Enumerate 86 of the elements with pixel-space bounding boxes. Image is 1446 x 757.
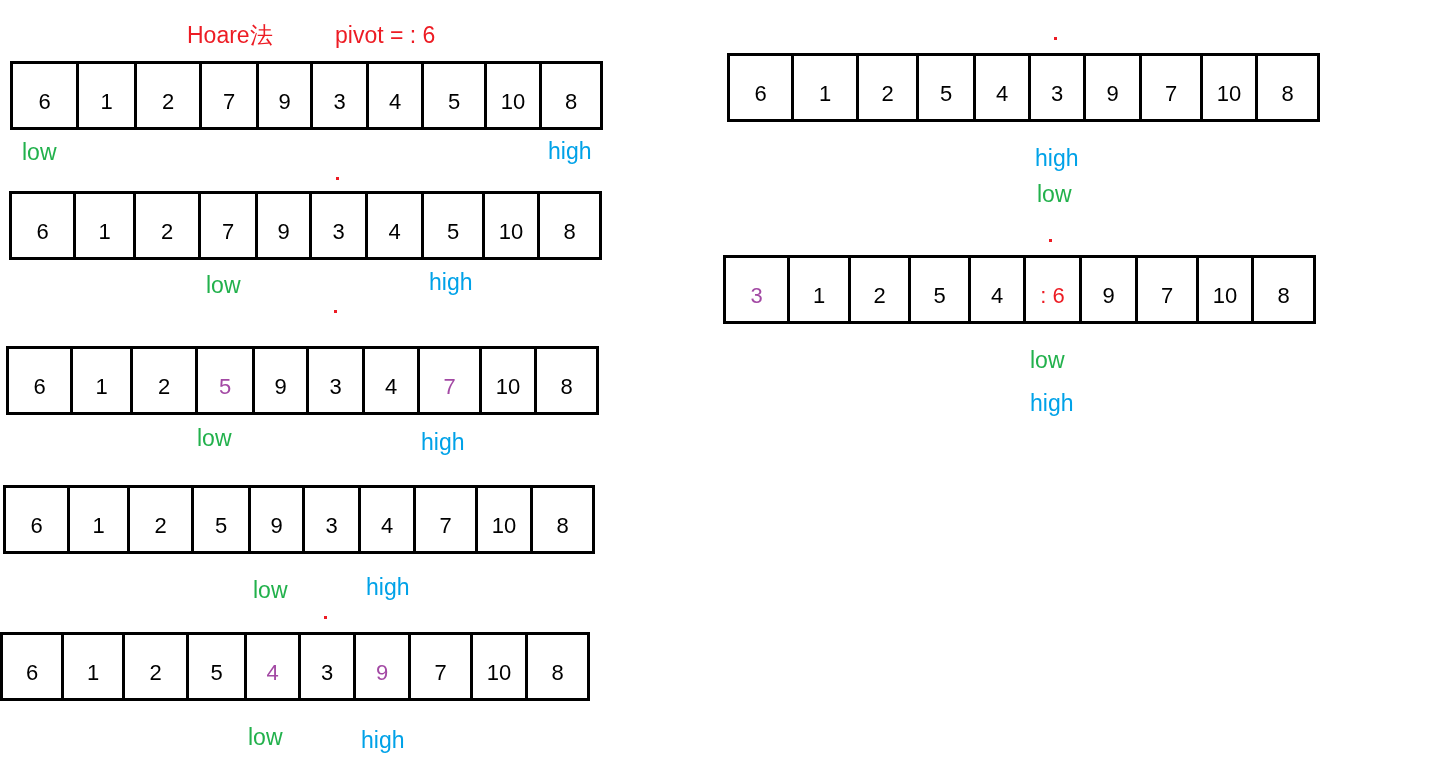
array-cell: 10 — [475, 485, 533, 554]
array-cell: 6 — [3, 485, 70, 554]
array-cell: 8 — [1251, 255, 1316, 324]
array-cell: 1 — [61, 632, 125, 701]
array-cell: 2 — [122, 632, 189, 701]
pointer-label: high — [366, 573, 410, 601]
array-cell: 1 — [67, 485, 130, 554]
array-cell: 8 — [534, 346, 599, 415]
array-cell: 10 — [470, 632, 528, 701]
array-cell: 4 — [244, 632, 301, 701]
title: Hoare法 — [187, 21, 273, 49]
array-cell: 4 — [973, 53, 1031, 122]
pointer-label: high — [548, 137, 592, 165]
array-cell: 5 — [195, 346, 255, 415]
array-cell: 1 — [73, 191, 136, 260]
array-cell: 3 — [298, 632, 356, 701]
array-cell: 3 — [309, 191, 368, 260]
array-cell: 7 — [417, 346, 482, 415]
array-cell: 2 — [856, 53, 919, 122]
pointer-label: high — [429, 268, 473, 296]
array-cell: 7 — [1139, 53, 1203, 122]
array-cell: 3 — [723, 255, 790, 324]
array-cell: 4 — [365, 191, 424, 260]
array-cell: 9 — [248, 485, 305, 554]
array-cell: 2 — [133, 191, 201, 260]
array-cell: 1 — [70, 346, 133, 415]
array-cell: 4 — [366, 61, 424, 130]
array-cell: 3 — [310, 61, 369, 130]
array-cell: 7 — [199, 61, 259, 130]
array-cell: 5 — [908, 255, 971, 324]
pointer-label: high — [361, 726, 405, 754]
pointer-label: low — [253, 576, 288, 604]
pointer-label: low — [197, 424, 232, 452]
array-cell: : 6 — [1023, 255, 1082, 324]
array-cell: 8 — [537, 191, 602, 260]
array-cell: 2 — [848, 255, 911, 324]
array-cell: 7 — [408, 632, 473, 701]
array-cell: 9 — [252, 346, 309, 415]
array-cell: 10 — [1196, 255, 1254, 324]
pointer-label: low — [22, 138, 57, 166]
array-cell: 4 — [968, 255, 1026, 324]
array-cell: 1 — [76, 61, 137, 130]
array-cell: 8 — [1255, 53, 1320, 122]
array-cell: 6 — [6, 346, 73, 415]
array-cell: 2 — [127, 485, 194, 554]
pivot-label: pivot = : 6 — [335, 21, 436, 49]
array-cell: 5 — [421, 61, 487, 130]
array-cell: 3 — [1028, 53, 1086, 122]
array-cell: 5 — [916, 53, 976, 122]
array-cell: 9 — [256, 61, 313, 130]
array-cell: 10 — [1200, 53, 1258, 122]
array-cell: 9 — [353, 632, 411, 701]
array-cell: 6 — [9, 191, 76, 260]
array-cell: 2 — [134, 61, 202, 130]
array-cell: 8 — [525, 632, 590, 701]
array-cell: 7 — [198, 191, 258, 260]
array-cell: 4 — [358, 485, 416, 554]
array-cell: 6 — [10, 61, 79, 130]
array-cell: 8 — [539, 61, 603, 130]
array-cell: 6 — [0, 632, 64, 701]
pointer-label: high — [1030, 389, 1074, 417]
array-cell: 1 — [787, 255, 851, 324]
array-cell: 5 — [421, 191, 485, 260]
array-cell: 8 — [530, 485, 595, 554]
array-cell: 2 — [130, 346, 198, 415]
array-cell: 6 — [727, 53, 794, 122]
array-cell: 9 — [1079, 255, 1138, 324]
array-cell: 9 — [1083, 53, 1142, 122]
pointer-label: high — [421, 428, 465, 456]
pointer-label: low — [1030, 346, 1065, 374]
array-cell: 4 — [362, 346, 420, 415]
array-cell: 3 — [302, 485, 361, 554]
pointer-label: high — [1035, 144, 1079, 172]
array-cell: 7 — [413, 485, 478, 554]
array-cell: 10 — [479, 346, 537, 415]
array-cell: 3 — [306, 346, 365, 415]
array-cell: 1 — [791, 53, 859, 122]
array-cell: 10 — [484, 61, 542, 130]
pointer-label: low — [1037, 180, 1072, 208]
pointer-label: low — [206, 271, 241, 299]
pointer-label: low — [248, 723, 283, 751]
array-cell: 5 — [191, 485, 251, 554]
array-cell: 9 — [255, 191, 312, 260]
array-cell: 10 — [482, 191, 540, 260]
array-cell: 7 — [1135, 255, 1199, 324]
array-cell: 5 — [186, 632, 247, 701]
